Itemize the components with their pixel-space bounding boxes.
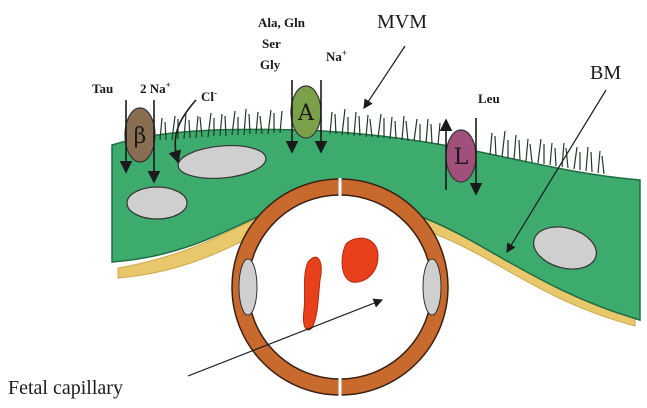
beta-carrier-label: β bbox=[134, 124, 147, 149]
cl-label: Cl- bbox=[201, 88, 217, 104]
mvm-label: MVM bbox=[377, 11, 427, 33]
fetal-capillary-label: Fetal capillary bbox=[8, 377, 123, 399]
l-carrier-label: L bbox=[454, 145, 469, 170]
capillary-lumen bbox=[248, 195, 432, 379]
endothelial-nucleus bbox=[423, 259, 441, 315]
tau-label: Tau bbox=[92, 81, 113, 96]
two-na-label: 2 Na+ bbox=[140, 80, 171, 96]
leu-label: Leu bbox=[478, 91, 500, 106]
a-carrier-label: A bbox=[297, 101, 315, 126]
gly-label: Gly bbox=[260, 57, 281, 72]
l-carrier: L bbox=[446, 130, 476, 182]
a-carrier: A bbox=[291, 86, 321, 138]
mvm-pointer bbox=[364, 46, 405, 108]
ala-gln-label: Ala, Gln bbox=[258, 15, 306, 30]
bm-label: BM bbox=[590, 62, 621, 84]
endothelial-nucleus bbox=[239, 259, 257, 315]
beta-carrier: β bbox=[125, 108, 155, 162]
ser-label: Ser bbox=[262, 36, 281, 51]
nucleus bbox=[127, 187, 187, 219]
na-label: Na+ bbox=[326, 48, 347, 64]
